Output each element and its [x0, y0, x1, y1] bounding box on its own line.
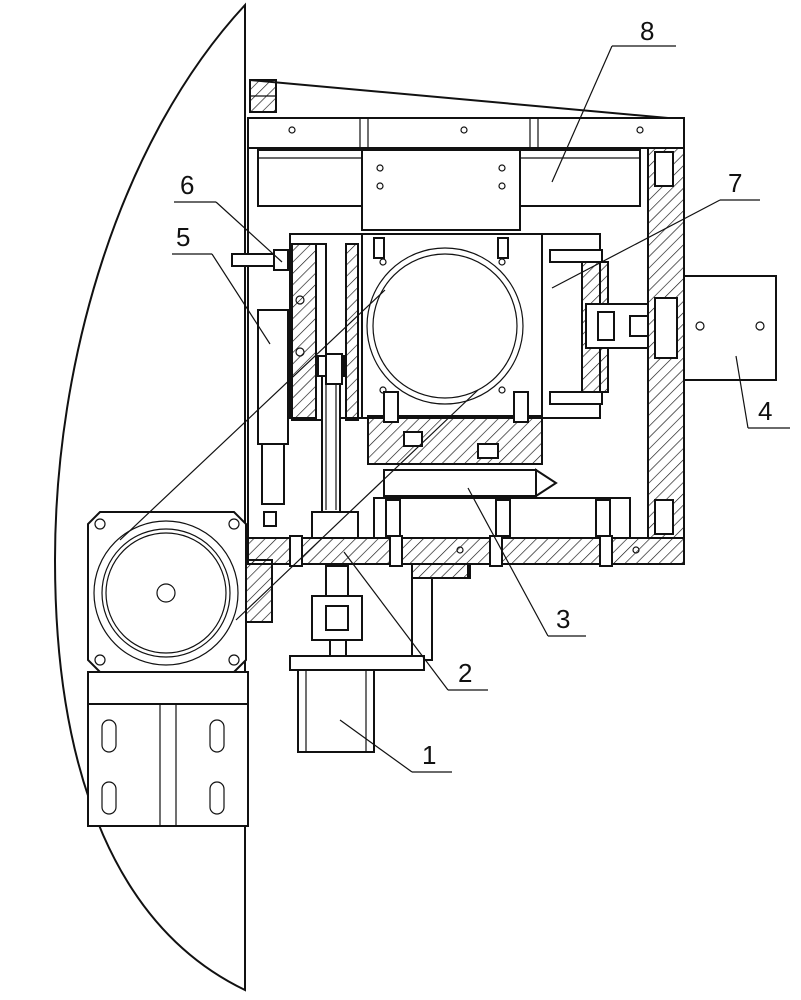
callout-1: 1 — [422, 740, 436, 770]
right-frame-wall — [647, 147, 685, 539]
callout-3: 3 — [556, 604, 570, 634]
shaft-coupling — [311, 565, 363, 657]
lower-guide-rail — [373, 468, 631, 539]
left-cylinder — [257, 309, 289, 527]
upper-cylinder-assembly — [257, 149, 641, 231]
bottom-base-plate — [247, 511, 685, 567]
stepper-motor — [297, 669, 375, 753]
slide-block — [367, 391, 543, 465]
left-guide-column — [231, 243, 359, 421]
top-frame-bar — [247, 117, 685, 149]
curved-mounting-plate — [53, 2, 246, 992]
drive-motor-base — [87, 671, 249, 827]
callout-6: 6 — [180, 170, 194, 200]
main-clamp-plate — [289, 233, 601, 419]
callout-7: 7 — [728, 168, 742, 198]
callout-2: 2 — [458, 658, 472, 688]
belt-lines — [119, 289, 479, 621]
callout-8: 8 — [640, 16, 654, 46]
right-clamp-block — [549, 249, 649, 405]
top-wedge-bracket — [249, 79, 669, 119]
leader-lines — [172, 45, 790, 773]
vertical-lead-screw — [317, 353, 345, 513]
callout-5: 5 — [176, 222, 190, 252]
side-bracket-plate — [683, 275, 777, 381]
drive-motor-flange — [87, 511, 247, 673]
motor-mount-block — [245, 559, 273, 623]
callout-4: 4 — [758, 396, 772, 426]
